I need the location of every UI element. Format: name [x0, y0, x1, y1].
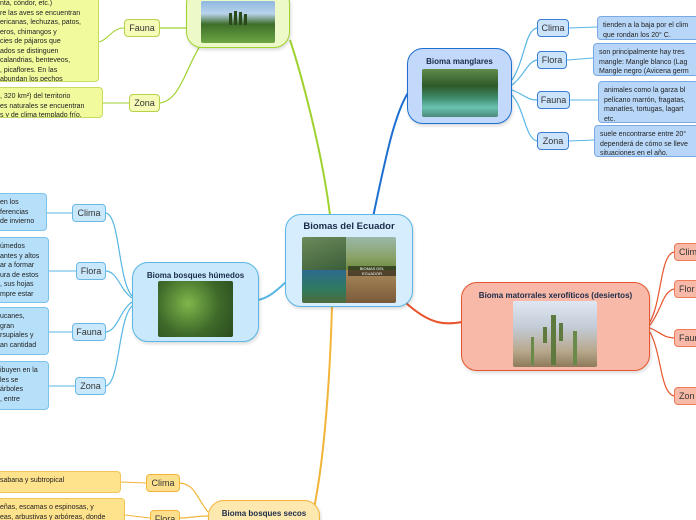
manglares-flora-tag[interactable]: Flora — [537, 51, 567, 69]
green-fauna-note: nta, cóndor, etc.) re las aves se encuen… — [0, 0, 99, 82]
green-zona-note: , 320 km²) del territorio es naturales s… — [0, 87, 103, 118]
manglares-zona-tag[interactable]: Zona — [537, 132, 569, 150]
bioma-matorrales-node[interactable]: Bioma matorrales xerofíticos (desiertos) — [461, 282, 650, 371]
mangrove-image — [422, 69, 498, 117]
bioma-manglares-node[interactable]: Bioma manglares — [407, 48, 512, 124]
matorrales-clima-tag[interactable]: Clim — [674, 243, 696, 261]
manglares-flora-note: son principalmente hay tres mangle: Mang… — [593, 43, 696, 76]
matorrales-fauna-tag[interactable]: Faun — [674, 329, 696, 347]
humedos-zona-tag[interactable]: Zona — [75, 377, 106, 395]
rainforest-image — [158, 281, 233, 337]
secos-flora-tag[interactable]: Flora — [150, 510, 180, 520]
matorrales-zona-tag[interactable]: Zon — [674, 387, 696, 405]
humedos-clima-tag[interactable]: Clima — [72, 204, 106, 222]
bioma-bosques-secos-node[interactable]: Bioma bosques secos — [208, 500, 320, 520]
secos-clima-tag[interactable]: Clima — [146, 474, 180, 492]
secos-clima-note: sabana y subtropical — [0, 471, 121, 493]
humedos-flora-tag[interactable]: Flora — [76, 262, 106, 280]
bioma-green-top-node[interactable] — [186, 0, 290, 48]
manglares-clima-note: tienden a la baja por el clim que rondan… — [597, 16, 696, 40]
central-image-caption: BIOMAS DEL ECUADOR — [348, 266, 396, 276]
central-collage-image: BIOMAS DEL ECUADOR — [302, 237, 396, 303]
humedos-zona-note: ibuyen en la les se árboles , entre — [0, 361, 49, 410]
manglares-zona-note: suele encontrarse entre 20° dependerá de… — [594, 125, 696, 157]
bosques-secos-title: Bioma bosques secos — [221, 509, 307, 518]
desert-image — [513, 301, 597, 367]
matorrales-title: Bioma matorrales xerofíticos (desiertos) — [478, 291, 633, 300]
central-title: Biomas del Ecuador — [303, 221, 395, 232]
humedos-fauna-note: ucanes, gran rsupiales y an cantidad — [0, 307, 49, 355]
grassland-image — [201, 1, 275, 43]
humedos-clima-note: en los ferencias de invierno — [0, 193, 47, 231]
matorrales-flora-tag[interactable]: Flor — [674, 280, 696, 298]
manglares-fauna-tag[interactable]: Fauna — [537, 91, 570, 109]
green-fauna-tag[interactable]: Fauna — [124, 19, 160, 37]
manglares-clima-tag[interactable]: Clima — [537, 19, 569, 37]
cactus-icon — [531, 315, 577, 365]
bosques-humedos-title: Bioma bosques húmedos — [146, 271, 245, 280]
secos-flora-note: eñas, escamas o espinosas, y eas, arbust… — [0, 498, 125, 520]
trees-icon — [229, 11, 247, 25]
manglares-title: Bioma manglares — [426, 57, 493, 66]
humedos-fauna-tag[interactable]: Fauna — [72, 323, 106, 341]
green-zona-tag[interactable]: Zona — [129, 94, 160, 112]
central-topic-node[interactable]: Biomas del Ecuador BIOMAS DEL ECUADOR — [285, 214, 413, 307]
bioma-bosques-humedos-node[interactable]: Bioma bosques húmedos — [132, 262, 259, 342]
manglares-fauna-note: animales como la garza bl pelícano marró… — [598, 81, 696, 123]
humedos-flora-note: úmedos antes y altos ar a formar ura de … — [0, 237, 49, 303]
